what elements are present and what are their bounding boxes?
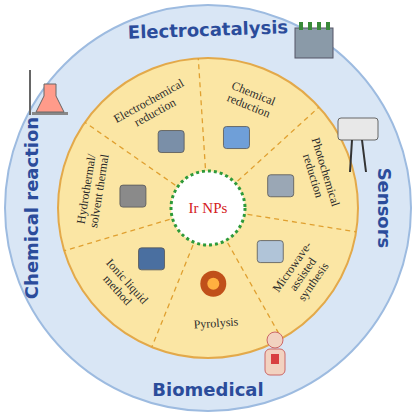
- method-label: Chemical reduction: [208, 73, 296, 129]
- method-sector: Microwave-assisted synthesis: [263, 229, 343, 320]
- flask-icon: [30, 70, 68, 115]
- outer-ring: [5, 5, 411, 411]
- method-label: Ionic liquid method: [84, 246, 160, 326]
- body-icon: [265, 332, 285, 375]
- potentiostat-icon: [158, 131, 184, 153]
- method-label: Photochemical reduction: [294, 130, 343, 218]
- method-sector: Ionic liquid method: [84, 246, 160, 326]
- method-sector: Photochemical reduction: [294, 130, 343, 218]
- lamp-icon: [268, 175, 294, 197]
- application-label: Electrocatalysis: [113, 17, 304, 44]
- sector-divider: [198, 58, 205, 168]
- method-label: Electrochemical reduction: [109, 75, 195, 138]
- method-sector: Electrochemical reduction: [109, 75, 195, 138]
- sector-icons: [120, 127, 294, 297]
- application-label: Chemical reaction: [22, 103, 42, 313]
- microwave-icon: [257, 241, 283, 263]
- inner-ring: [58, 58, 358, 358]
- sector-divider: [247, 214, 356, 231]
- center-circle: Ir NPs: [169, 169, 247, 247]
- electrolyzer-icon: [295, 22, 333, 58]
- method-sector: Pyrolysis: [174, 314, 259, 333]
- flame-icon: [200, 271, 226, 297]
- application-label: Biomedical: [128, 380, 288, 400]
- molecule-icon: [139, 248, 165, 270]
- method-sector: Hydrothermal/ solvent thermal: [74, 146, 113, 233]
- application-label: Sensors: [374, 148, 394, 268]
- sensor-icon: [338, 118, 378, 172]
- method-sector: Chemical reduction: [208, 73, 296, 129]
- center-label: Ir NPs: [169, 169, 247, 247]
- method-label: Hydrothermal/ solvent thermal: [74, 146, 113, 233]
- sector-dividers: [64, 58, 356, 347]
- beaker-icon: [223, 127, 249, 149]
- autoclave-icon: [120, 185, 146, 207]
- method-label: Microwave-assisted synthesis: [263, 229, 343, 320]
- method-label: Pyrolysis: [174, 314, 259, 333]
